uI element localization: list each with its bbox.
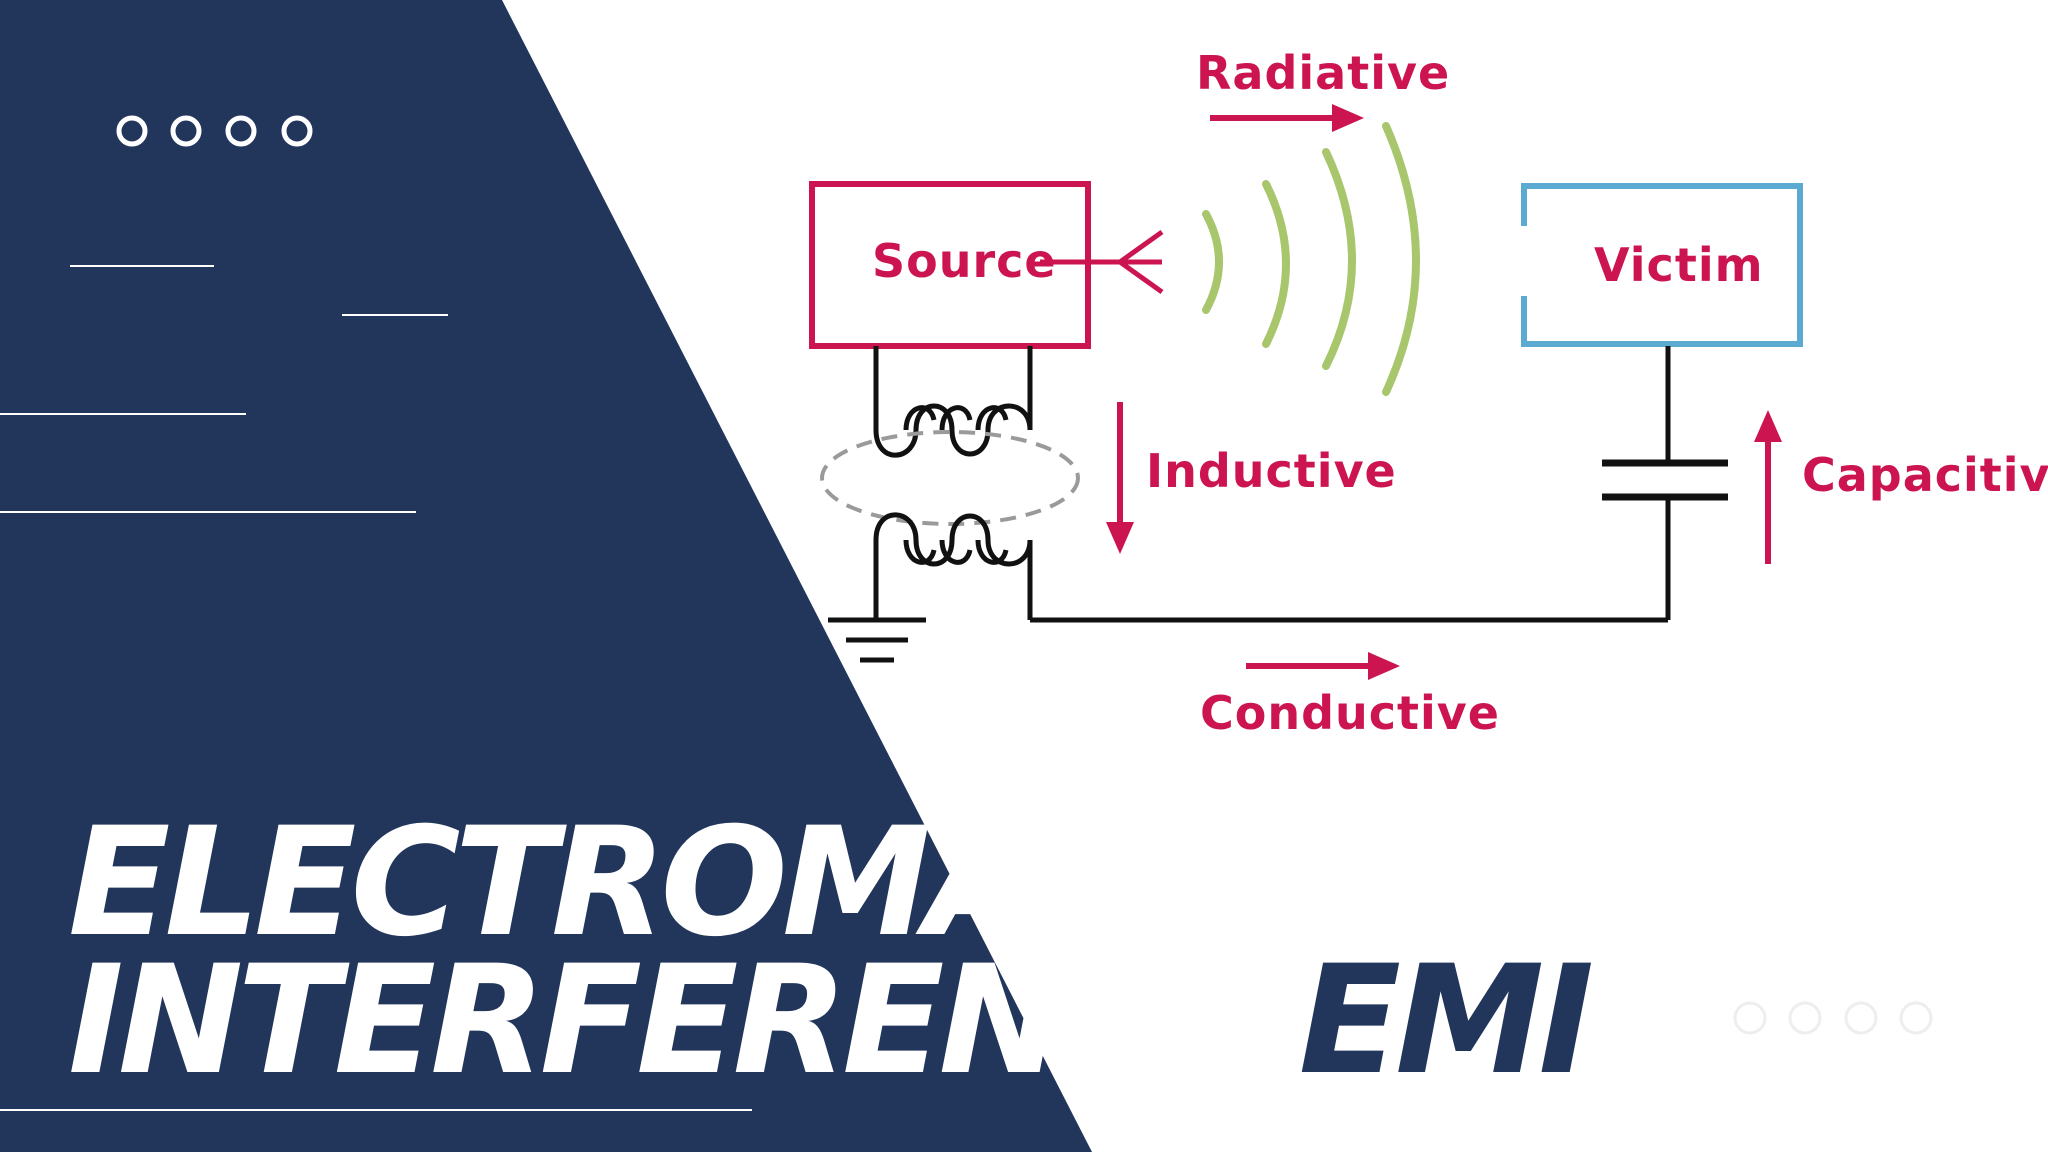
- capacitive-label: Capacitive: [1802, 448, 2048, 502]
- inductive-label: Inductive: [1146, 444, 1397, 498]
- capacitive-arrow-icon: [1754, 410, 1782, 564]
- decor-dots-bottom-right: [1733, 1001, 1933, 1035]
- source-box: [809, 181, 1091, 349]
- coupling-ellipse: [820, 430, 1080, 526]
- conductive-label: Conductive: [1200, 686, 1500, 740]
- radiation-waves-icon: [1202, 122, 1420, 396]
- decor-lines: [0, 265, 448, 513]
- source-leads: [873, 346, 1033, 430]
- title-line-1: ELECTROMAGNETIC: [68, 796, 1625, 970]
- radiative-arrow-icon: [1210, 104, 1364, 132]
- capacitor-icon: [1602, 459, 1728, 501]
- ground-icon: [828, 617, 926, 663]
- source-label: Source: [872, 234, 1057, 288]
- circuit-wires: [873, 346, 1671, 623]
- conductive-arrow-icon: [1246, 652, 1400, 680]
- radiative-label: Radiative: [1196, 46, 1451, 100]
- decor-dots-top-left: [116, 115, 313, 147]
- coil-bottom-icon: [873, 512, 1033, 567]
- title-word-interference: INTERFERENCE: [68, 934, 1265, 1108]
- coil-top-icon: [873, 403, 1033, 458]
- antenna-icon: [1040, 229, 1164, 295]
- victim-box: [1521, 183, 1803, 347]
- victim-label: Victim: [1594, 238, 1764, 292]
- inductive-arrow-icon: [1106, 402, 1134, 554]
- title-word-emi: EMI: [1298, 934, 1595, 1108]
